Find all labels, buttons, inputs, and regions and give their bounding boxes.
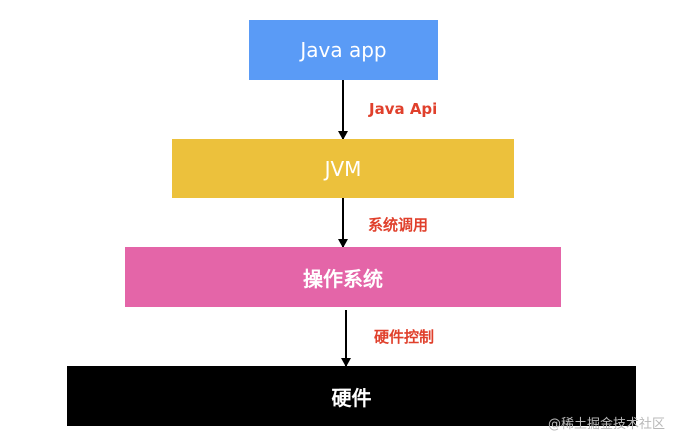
- hardware-layer: 硬件: [67, 366, 636, 426]
- java-app-label: Java app: [300, 38, 387, 62]
- watermark: @稀土掘金技术社区: [547, 417, 665, 432]
- arrow-jvm-to-os: [338, 198, 348, 248]
- java-app-layer: Java app: [249, 20, 438, 80]
- os-label: 操作系统: [303, 266, 383, 291]
- arrow-app-to-jvm: [338, 80, 348, 140]
- java-api-label: Java Api: [369, 100, 438, 118]
- arrow-os-to-hardware: [341, 310, 351, 367]
- system-call-label: 系统调用: [368, 216, 429, 234]
- os-layer: 操作系统: [125, 247, 561, 307]
- hardware-label: 硬件: [331, 385, 372, 410]
- hardware-control-label: 硬件控制: [374, 328, 435, 346]
- jvm-layer: JVM: [172, 139, 514, 198]
- jvm-label: JVM: [324, 156, 362, 181]
